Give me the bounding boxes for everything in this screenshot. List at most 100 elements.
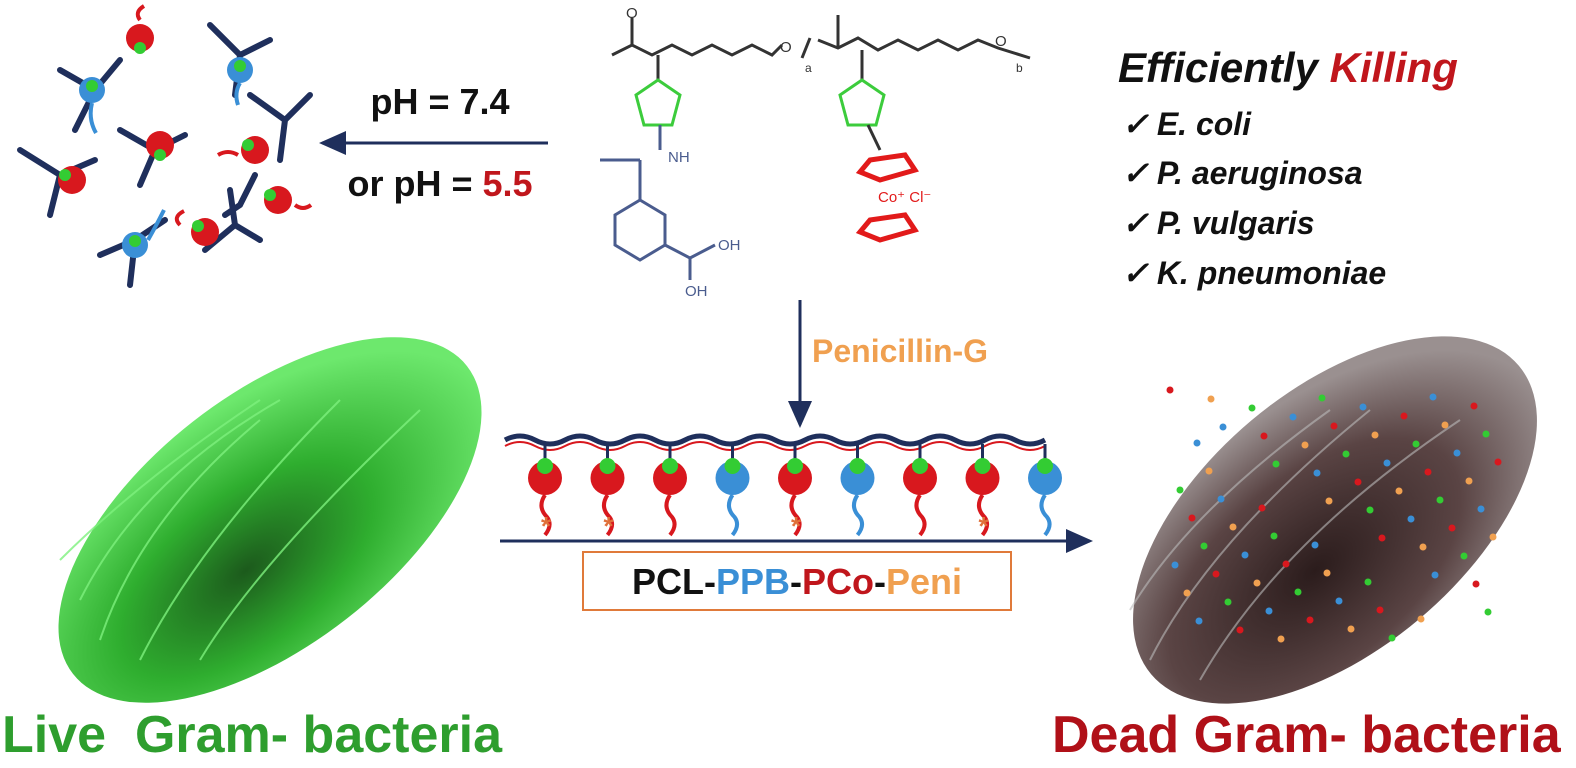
bound-conjugate-dot [1395,487,1403,495]
cobalt-label: Co⁺ Cl⁻ [878,189,931,206]
bound-conjugate-dot [1325,497,1333,505]
ph-condition-2-value: 5.5 [482,163,532,204]
bound-conjugate-dot [1248,404,1256,412]
cobaltocenium [855,152,919,243]
bound-conjugate-dot [1272,460,1280,468]
bacteria-item: ✓P. aeruginosa [1122,155,1363,191]
bound-conjugate-dot [1482,430,1490,438]
bound-conjugate-dot [1323,569,1331,577]
reagent-label: Penicillin-G [812,333,988,369]
bound-conjugate-dot [1318,394,1326,402]
bound-conjugate-dot [1366,506,1374,514]
nh-label: NH [668,149,690,166]
bead-cobaltocenium: * [778,444,812,541]
bound-conjugate-dot [1277,635,1285,643]
bound-conjugate-dot [1383,459,1391,467]
bound-conjugate-dot [1477,505,1485,513]
bound-conjugate-dot [1212,570,1220,578]
bound-conjugate-dot [1301,441,1309,449]
check-icon: ✓ [1122,155,1149,191]
bound-conjugate-dot [1200,542,1208,550]
bead-boronic [715,444,750,537]
bound-conjugate-dot [1460,552,1468,560]
bound-conjugate-dot [1294,588,1302,596]
bead-boronic [840,444,875,537]
bound-conjugate-dot [1289,413,1297,421]
bound-conjugate-dot [1219,423,1227,431]
svg-text:*: * [791,511,802,541]
bound-conjugate-dot [1424,468,1432,476]
svg-text:*: * [604,511,615,541]
subscript-b: b [1016,61,1023,75]
bound-conjugate-dot [1429,393,1437,401]
bead-cobaltocenium: * [965,444,1000,541]
bound-conjugate-dot [1207,395,1215,403]
bound-conjugate-dot [1229,523,1237,531]
molecule-blue [79,57,253,258]
bound-conjugate-dot [1407,515,1415,523]
bound-conjugate-dot [1453,449,1461,457]
live-bacteria-label: Live Gram- bacteria [2,706,503,764]
svg-text:*: * [979,511,990,541]
ester-o: O [780,39,792,56]
bound-conjugate-dot [1282,560,1290,568]
bound-conjugate-dot [1419,543,1427,551]
product-name: PCL-PPB-PCo-Peni [632,561,962,602]
polymer-conjugate: * * * * [503,433,1062,541]
oh-label: OH [685,283,708,300]
bound-conjugate-dot [1417,615,1425,623]
check-icon: ✓ [1122,106,1149,142]
bound-conjugate-dot [1265,607,1273,615]
bound-conjugate-dot [1253,579,1261,587]
bound-conjugate-dot [1431,571,1439,579]
bound-conjugate-dot [1270,532,1278,540]
bound-conjugate-dot [1484,608,1492,616]
bound-conjugate-dot [1260,432,1268,440]
bead-cobaltocenium: * [590,444,625,541]
bound-conjugate-dot [1465,477,1473,485]
bound-conjugate-dot [1311,541,1319,549]
bound-conjugate-dot [1195,617,1203,625]
check-icon: ✓ [1122,205,1149,241]
live-bacterium-image [58,337,482,703]
dead-bacterium-image [1129,336,1537,704]
oh-label: OH [718,237,741,254]
bead-cobaltocenium: * [528,444,562,541]
bound-conjugate-dot [1494,458,1502,466]
dead-bacteria-label: Dead Gram- bacteria [1052,706,1562,764]
bound-conjugate-dot [1412,440,1420,448]
chemical-structure: O O a O b NH OH OH Co⁺ Cl⁻ [600,5,1031,300]
ph-condition-1: pH = 7.4 [370,81,509,122]
bound-conjugate-dot [1359,403,1367,411]
bound-conjugate-dot [1441,421,1449,429]
free-molecules [17,4,313,288]
ester-o-2: O [995,33,1007,50]
product-box [582,551,1012,611]
bound-conjugate-dot [1342,450,1350,458]
svg-text:*: * [541,511,552,541]
bound-conjugate-dot [1388,634,1396,642]
bound-conjugate-dot [1176,486,1184,494]
killing-panel: Efficiently Killing ✓E. coli ✓P. aerugin… [1118,44,1458,291]
carbonyl-o: O [626,5,638,22]
killing-title-highlight: Killing [1330,44,1458,91]
bound-conjugate-dot [1306,616,1314,624]
bound-conjugate-dot [1489,533,1497,541]
bound-conjugate-dot [1335,597,1343,605]
ph-condition-2-prefix: or pH = [347,163,482,204]
subscript-a: a [805,61,812,75]
bound-conjugate-dot [1378,534,1386,542]
bound-conjugate-dot [1258,504,1266,512]
bound-conjugate-dot [1330,422,1338,430]
bound-conjugate-dot [1347,625,1355,633]
check-icon: ✓ [1122,255,1149,291]
bound-conjugate-dot [1436,496,1444,504]
bound-conjugate-dot [1448,524,1456,532]
bound-conjugate-dot [1376,606,1384,614]
bound-conjugate-dot [1193,439,1201,447]
triazole-ring [634,78,682,127]
bound-conjugate-dot [1166,386,1174,394]
killing-title: Efficiently Killing [1118,44,1458,91]
bead-cobaltocenium [903,444,937,537]
bound-conjugate-dot [1470,402,1478,410]
